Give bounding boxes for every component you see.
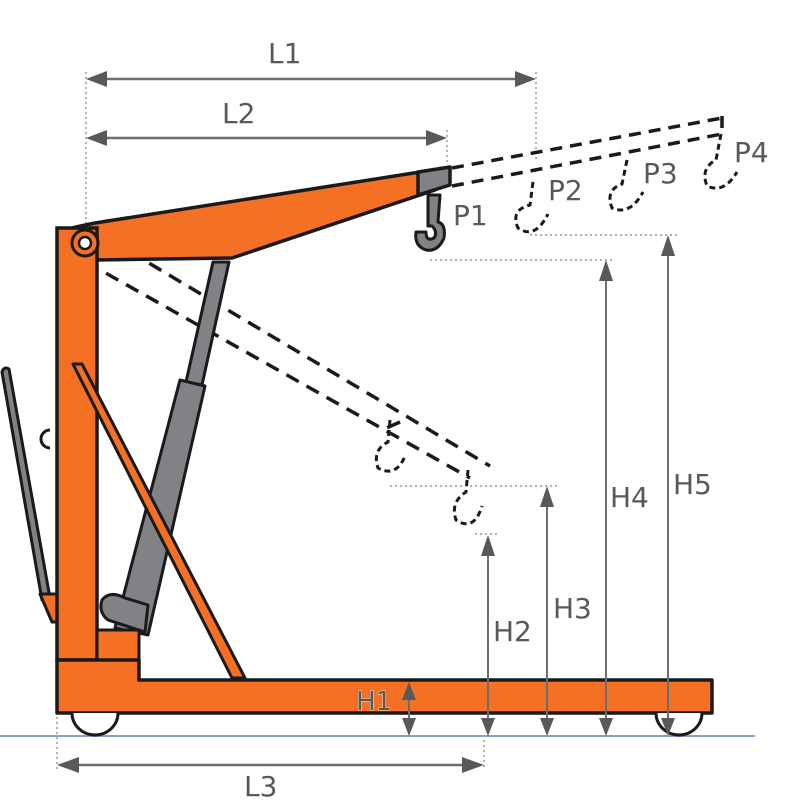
diagonal-brace: [71, 362, 247, 680]
boom-extension: [416, 165, 452, 197]
dimension-H4: H4: [599, 260, 649, 736]
dimension-L2: L2: [86, 97, 447, 146]
dimension-H5: H5: [661, 235, 712, 736]
pump-handle: [0, 366, 64, 624]
front-wheel: [70, 712, 120, 737]
boom-lowered-ghost: [85, 226, 491, 480]
dimension-L1: L1: [86, 37, 536, 87]
label-H2: H2: [493, 615, 532, 648]
label-H5: H5: [673, 468, 712, 501]
dimension-L3: L3: [57, 757, 484, 800]
boom-arm: [70, 170, 437, 262]
label-H3: H3: [553, 592, 592, 625]
label-H1: H1: [356, 687, 392, 717]
label-L3: L3: [244, 770, 277, 800]
label-H4: H4: [610, 481, 649, 514]
rear-wheel: [654, 712, 704, 737]
boom-extended-ghost: [451, 116, 724, 188]
ghost-hooks: [374, 133, 739, 526]
label-P3: P3: [643, 157, 678, 190]
label-P1: P1: [453, 199, 488, 232]
reference-lines: [56, 72, 680, 770]
base-leg: [55, 658, 714, 715]
dimension-H2: H2: [481, 535, 532, 736]
label-P2: P2: [548, 174, 583, 207]
label-L1: L1: [268, 37, 301, 70]
dimension-H3: H3: [540, 486, 592, 736]
label-P4: P4: [734, 136, 769, 169]
hook-p1: [414, 193, 446, 252]
hydraulic-cylinder: [99, 260, 231, 637]
dimension-H1: H1: [356, 682, 416, 736]
label-L2: L2: [222, 97, 255, 130]
